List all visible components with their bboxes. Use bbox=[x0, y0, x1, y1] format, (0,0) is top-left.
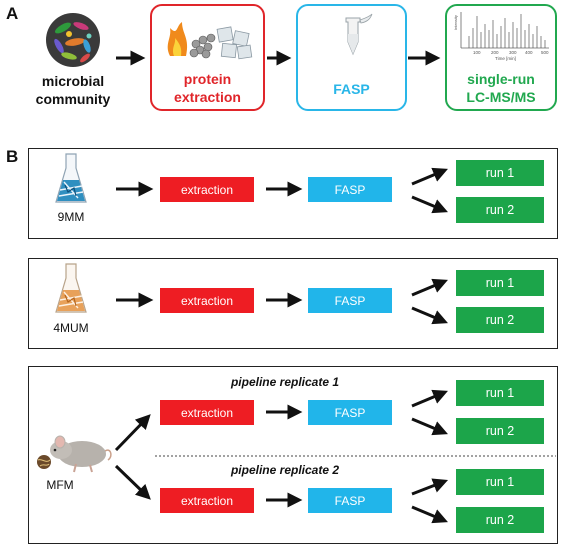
extraction-tools-image bbox=[167, 22, 253, 60]
stage-label-extraction: protein extraction bbox=[152, 70, 263, 106]
stage-label-community: microbial community bbox=[28, 72, 118, 108]
chromatogram-tick: 500 bbox=[541, 50, 549, 55]
stage-line-1: FASP bbox=[333, 81, 370, 97]
flask-icon bbox=[54, 262, 88, 321]
chromatogram-xlabel: Time [min] bbox=[495, 56, 516, 61]
sample-label: MFM bbox=[46, 478, 74, 492]
stage-label-lcms: single-run LC-MS/MS bbox=[447, 70, 555, 106]
arrow-b1-3 bbox=[411, 167, 448, 186]
panel-b-letter: B bbox=[6, 147, 19, 166]
arrow-b3-branch-up bbox=[114, 414, 151, 452]
chromatogram-tick: 400 bbox=[525, 50, 533, 55]
run-2-step: run 2 bbox=[456, 197, 544, 223]
fasp-step: FASP bbox=[308, 400, 392, 425]
lcms-box: Intensity 100 200 300 400 500 Time [min]… bbox=[445, 4, 557, 111]
chromatogram-ylabel: Intensity bbox=[453, 15, 458, 30]
arrow-b3-r2-3 bbox=[411, 505, 448, 524]
stage-line-2: extraction bbox=[174, 89, 241, 105]
arrow-b3-branch-down bbox=[114, 464, 151, 500]
arrow-b3-r1-2 bbox=[411, 389, 448, 408]
stage-line-2: LC-MS/MS bbox=[466, 89, 536, 105]
run-1-step: run 1 bbox=[456, 270, 544, 296]
chromatogram-tick: 100 bbox=[473, 50, 481, 55]
panel-a-letter: A bbox=[6, 4, 19, 23]
replicate-label: pipeline replicate 1 bbox=[230, 375, 340, 389]
arrow-b2-3 bbox=[411, 278, 448, 297]
stage-line-1: protein bbox=[183, 71, 232, 87]
chromatogram-image: Intensity 100 200 300 400 500 Time [min] bbox=[453, 12, 549, 61]
arrow-b1-4 bbox=[411, 195, 448, 214]
stage-label-fasp: FASP bbox=[298, 80, 405, 98]
stage-line-1: microbial bbox=[41, 73, 105, 89]
extraction-step: extraction bbox=[160, 177, 254, 202]
protein-extraction-box: protein extraction bbox=[150, 4, 265, 111]
sample-label: 4MUM bbox=[53, 321, 89, 335]
run-2-step: run 2 bbox=[456, 418, 544, 444]
fasp-step: FASP bbox=[308, 177, 392, 202]
arrow-b3-r1-3 bbox=[411, 417, 448, 436]
flask-icon bbox=[54, 152, 88, 211]
run-1-step: run 1 bbox=[456, 160, 544, 186]
fasp-step: FASP bbox=[308, 488, 392, 513]
extraction-step: extraction bbox=[160, 288, 254, 313]
run-1-step: run 1 bbox=[456, 469, 544, 495]
run-2-step: run 2 bbox=[456, 307, 544, 333]
fasp-box: FASP bbox=[296, 4, 407, 111]
replicate-label: pipeline replicate 2 bbox=[230, 463, 340, 477]
arrow-b3-r2-2 bbox=[411, 478, 449, 496]
run-1-step: run 1 bbox=[456, 380, 544, 406]
microbial-community-image bbox=[45, 12, 101, 68]
arrow-b2-4 bbox=[411, 306, 448, 325]
filter-tube-icon bbox=[345, 13, 373, 56]
stage-line-2: community bbox=[35, 91, 111, 107]
chromatogram-tick: 300 bbox=[509, 50, 517, 55]
mouse-image bbox=[34, 432, 114, 481]
chromatogram-tick: 200 bbox=[491, 50, 499, 55]
extraction-step: extraction bbox=[160, 400, 254, 425]
fasp-step: FASP bbox=[308, 288, 392, 313]
extraction-step: extraction bbox=[160, 488, 254, 513]
run-2-step: run 2 bbox=[456, 507, 544, 533]
stage-line-1: single-run bbox=[467, 71, 535, 87]
sample-label: 9MM bbox=[57, 210, 85, 224]
